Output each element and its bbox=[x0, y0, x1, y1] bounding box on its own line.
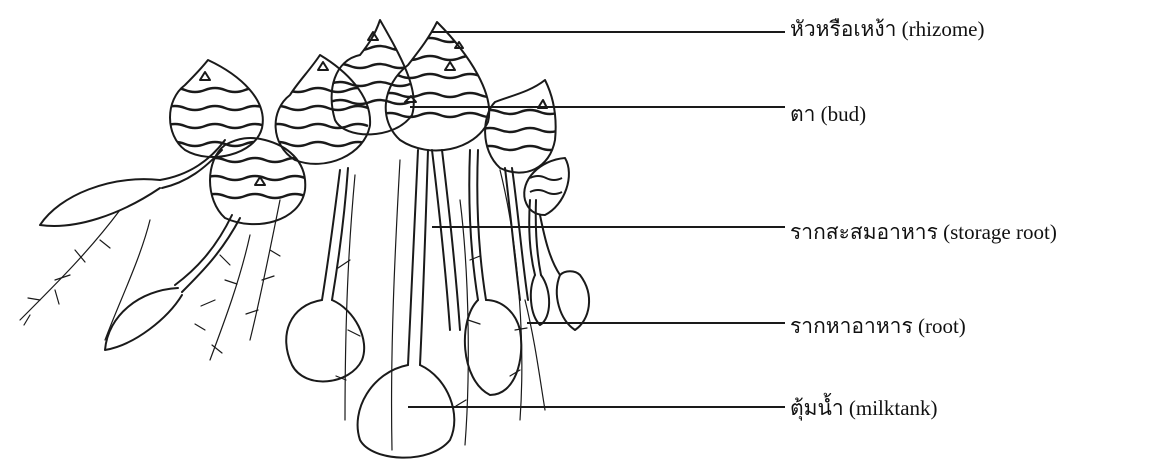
label-storage-root: รากสะสมอาหาร (storage root) bbox=[790, 222, 1057, 243]
label-bud: ตา (bud) bbox=[790, 104, 866, 125]
label-rhizome: หัวหรือเหง้า (rhizome) bbox=[790, 19, 984, 40]
label-milktank: ตุ้มน้ำ (milktank) bbox=[790, 398, 938, 419]
label-root: รากหาอาหาร (root) bbox=[790, 316, 966, 337]
